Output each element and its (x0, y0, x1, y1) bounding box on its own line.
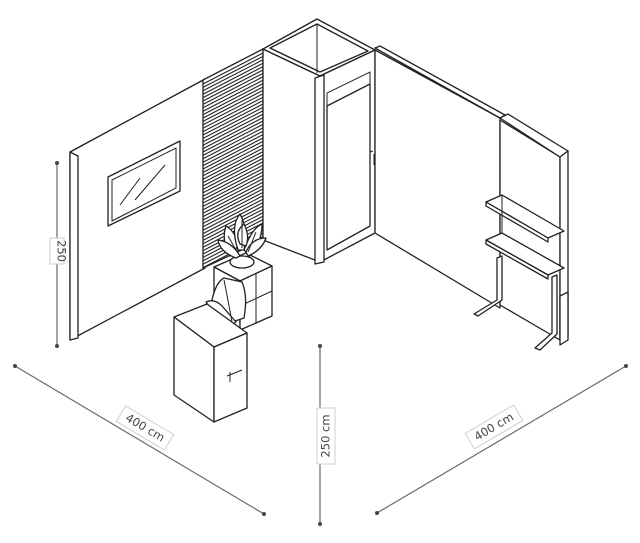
wall-height-label: 250 (55, 240, 69, 262)
slat-line (202, 89, 264, 122)
slat-line (202, 76, 264, 109)
slat-line (202, 100, 264, 133)
slat-line (202, 151, 264, 184)
dimension-center-height: 250 cm (316, 344, 336, 526)
slat-line (202, 140, 264, 173)
slat-line (202, 164, 264, 197)
slat-line (202, 66, 264, 99)
slat-line (202, 191, 264, 224)
slat-line (202, 103, 264, 136)
slat-line (202, 161, 264, 194)
slat-line (202, 134, 264, 167)
slat-line (202, 123, 264, 156)
slat-line (202, 83, 264, 116)
slat-line (202, 174, 264, 207)
slat-line (202, 144, 264, 177)
slat-line (202, 86, 264, 119)
slat-line (202, 205, 264, 238)
potted-plant (217, 213, 267, 269)
slat-line (202, 59, 264, 92)
slat-line (202, 188, 264, 221)
display-shelves (473, 194, 565, 351)
slat-line (202, 157, 264, 190)
counter (173, 303, 248, 423)
closet-door (326, 71, 375, 251)
slat-line (202, 212, 264, 245)
slat-line (202, 171, 264, 204)
slat-line (202, 62, 264, 95)
slat-line (202, 154, 264, 187)
dimension-wall-height: 250 (49, 161, 69, 348)
slat-line (202, 96, 264, 129)
slat-line (202, 79, 264, 112)
slat-line (202, 185, 264, 218)
slat-line (202, 127, 264, 160)
slat-line (202, 55, 264, 88)
back-right-wall (374, 45, 506, 309)
dimension-right-width: 400 cm (375, 364, 628, 515)
slat-line (202, 69, 264, 102)
slat-line (202, 198, 264, 231)
slat-line (202, 147, 264, 180)
slat-line (202, 208, 264, 241)
tv-screen (107, 140, 181, 227)
slat-line (202, 178, 264, 211)
slat-line (202, 195, 264, 228)
slat-line (202, 110, 264, 143)
slat-line (202, 117, 264, 150)
slat-line (202, 168, 264, 201)
slat-line (202, 137, 264, 170)
slat-line (202, 113, 264, 146)
slat-line (202, 106, 264, 139)
slat-line (202, 72, 264, 105)
slat-line (202, 93, 264, 126)
slat-line (202, 130, 264, 163)
slat-line (202, 52, 264, 85)
center-height-label: 250 cm (319, 414, 333, 457)
slat-line (202, 181, 264, 214)
slat-line (202, 202, 264, 235)
slat-line (202, 120, 264, 153)
